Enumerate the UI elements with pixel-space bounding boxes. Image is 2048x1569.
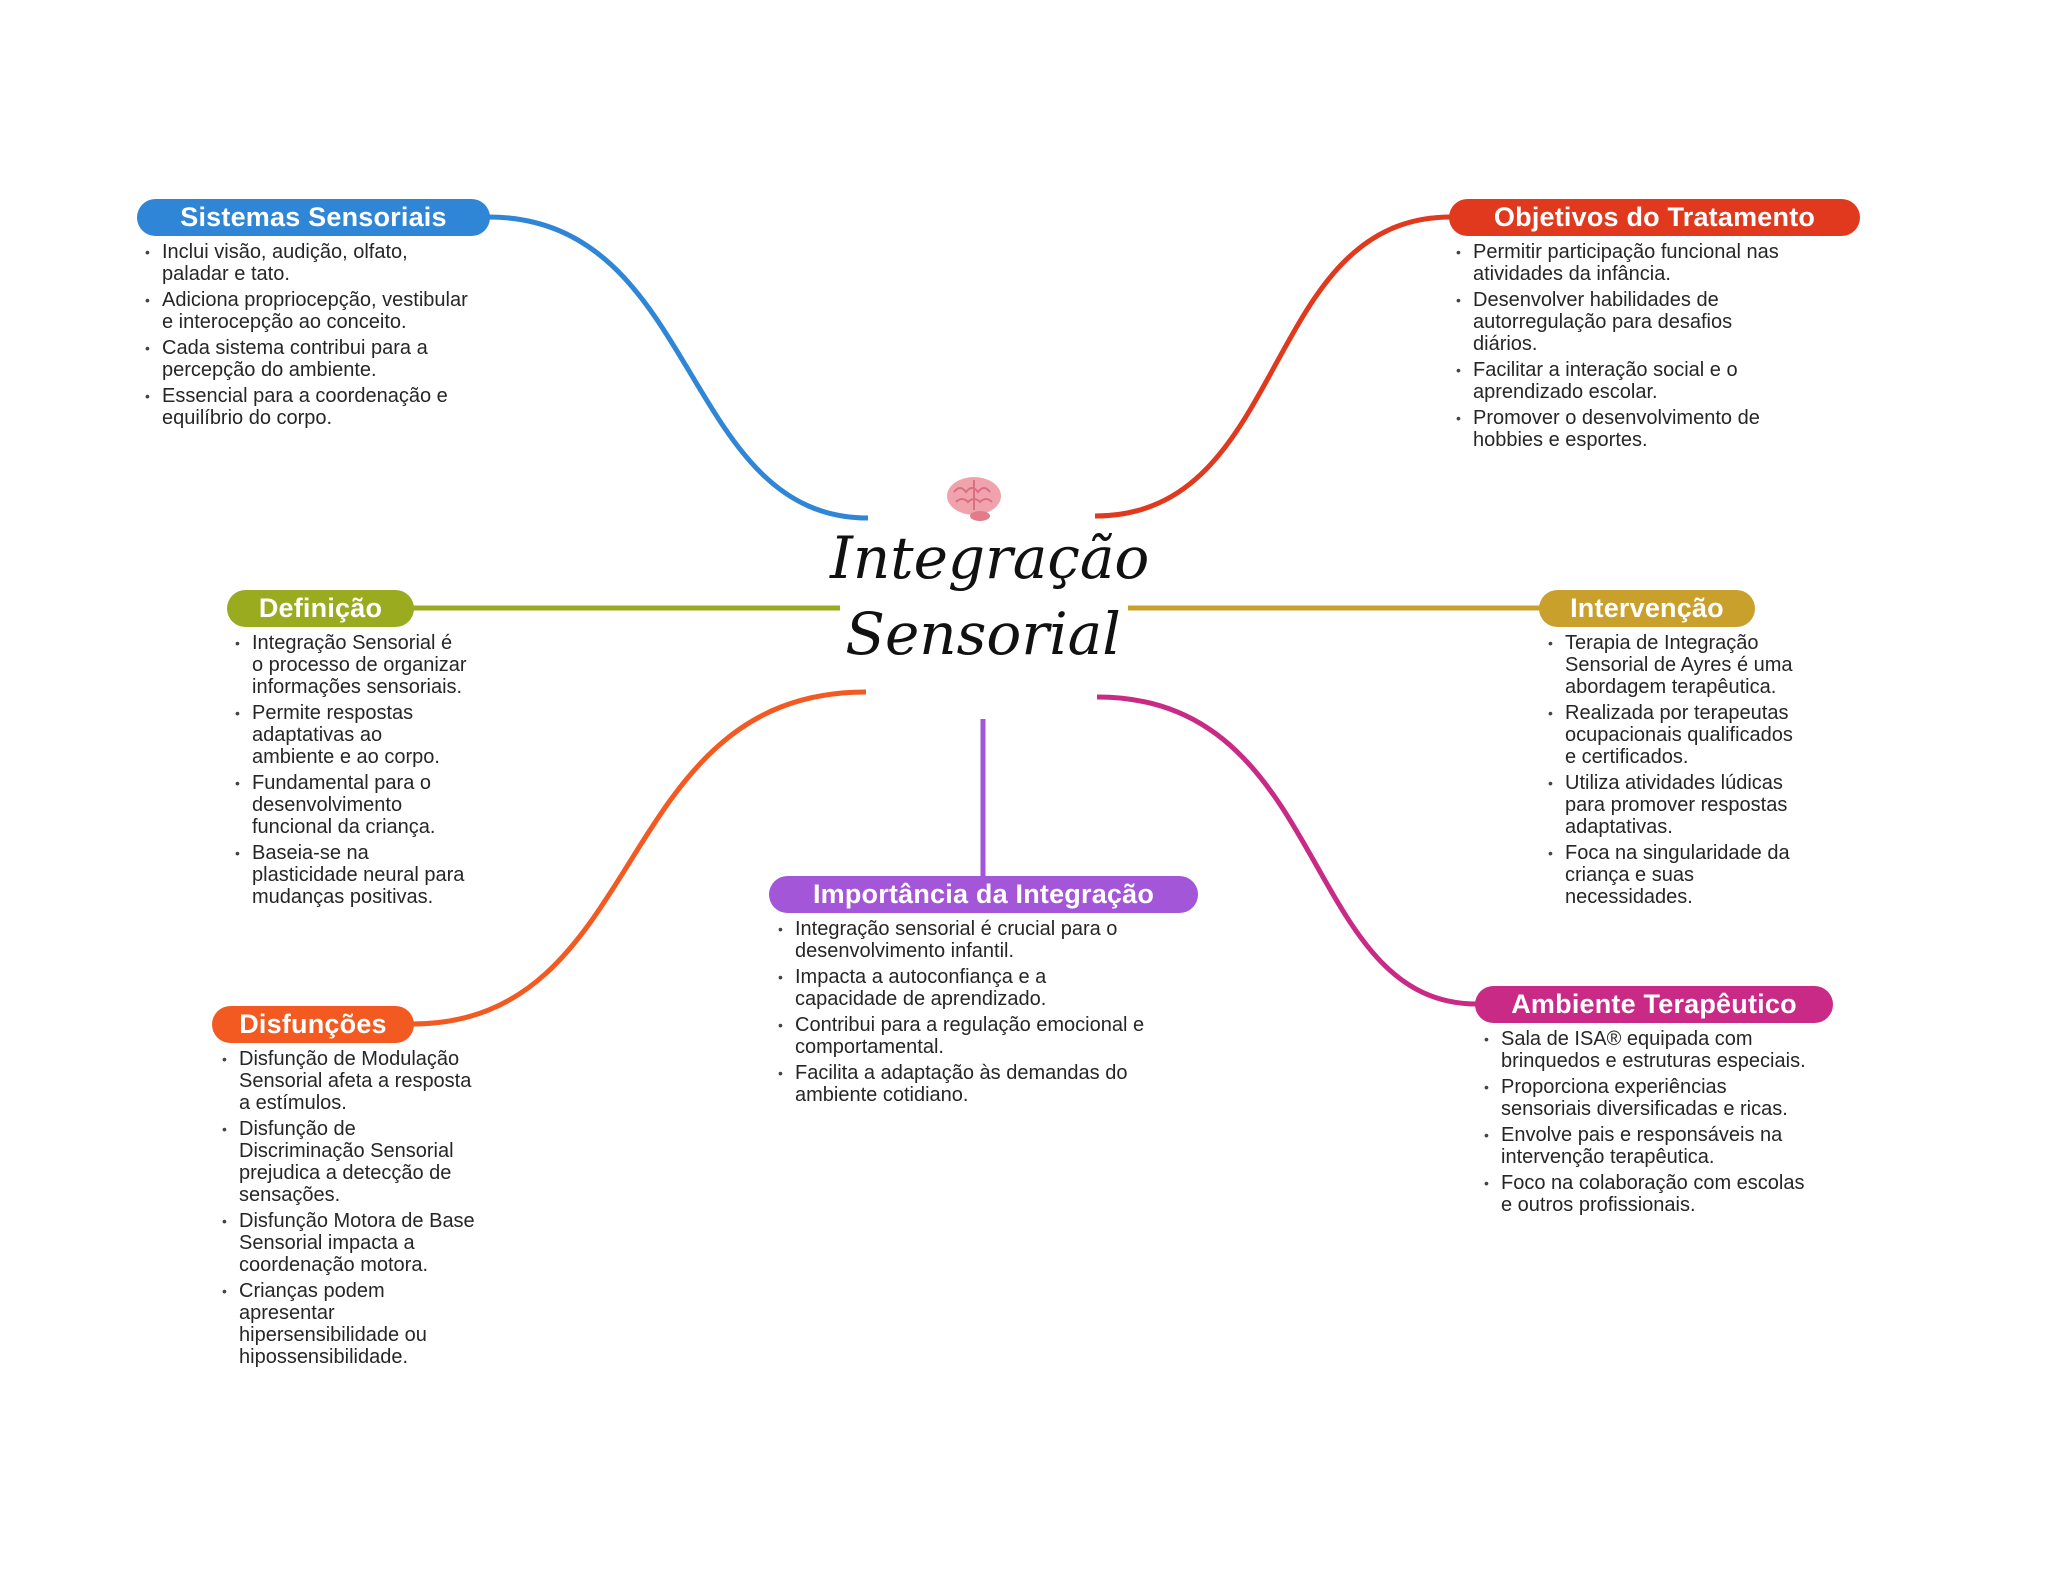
- branch-bullet-list: Inclui visão, audição, olfato, paladar e…: [143, 241, 473, 433]
- bullet-item: Disfunção de Modulação Sensorial afeta a…: [220, 1048, 485, 1114]
- connector-ambiente: [1096, 694, 1478, 1007]
- bullet-item: Disfunção de Discriminação Sensorial pre…: [220, 1118, 485, 1206]
- central-topic-line2: Sensorial: [845, 600, 1121, 668]
- bullet-item: Integração sensorial é crucial para o de…: [776, 918, 1151, 962]
- branch-bullet-list: Sala de ISA® equipada com brinquedos e e…: [1482, 1028, 1812, 1220]
- bullet-item: Utiliza atividades lúdicas para promover…: [1546, 772, 1796, 838]
- bullet-item: Desenvolver habilidades de autorregulaçã…: [1454, 289, 1799, 355]
- bullet-item: Proporciona experiências sensoriais dive…: [1482, 1076, 1812, 1120]
- bullet-item: Impacta a autoconfiança e a capacidade d…: [776, 966, 1151, 1010]
- connector-sistemas: [487, 214, 869, 521]
- branch-title-pill[interactable]: Definição: [227, 590, 414, 627]
- bullet-item: Integração Sensorial é o processo de org…: [233, 632, 468, 698]
- bullet-item: Essencial para a coordenação e equilíbri…: [143, 385, 473, 429]
- branch-title-pill[interactable]: Importância da Integração: [769, 876, 1198, 913]
- bullet-item: Foco na colaboração com escolas e outros…: [1482, 1172, 1812, 1216]
- branch-title-pill[interactable]: Intervenção: [1539, 590, 1755, 627]
- bullet-item: Baseia-se na plasticidade neural para mu…: [233, 842, 468, 908]
- branch-title-pill[interactable]: Sistemas Sensoriais: [137, 199, 490, 236]
- brain-icon: [947, 477, 1001, 521]
- bullet-item: Permite respostas adaptativas ao ambient…: [233, 702, 468, 768]
- bullet-item: Facilitar a interação social e o aprendi…: [1454, 359, 1799, 403]
- bullet-item: Foca na singularidade da criança e suas …: [1546, 842, 1796, 908]
- bullet-item: Promover o desenvolvimento de hobbies e …: [1454, 407, 1799, 451]
- branch-bullet-list: Integração sensorial é crucial para o de…: [776, 918, 1151, 1110]
- central-topic[interactable]: Integração Sensorial: [830, 520, 1150, 672]
- bullet-item: Contribui para a regulação emocional e c…: [776, 1014, 1151, 1058]
- bullet-item: Facilita a adaptação às demandas do ambi…: [776, 1062, 1151, 1106]
- bullet-item: Crianças podem apresentar hipersensibili…: [220, 1280, 485, 1368]
- branch-title-pill[interactable]: Disfunções: [212, 1006, 414, 1043]
- branch-bullet-list: Terapia de Integração Sensorial de Ayres…: [1546, 632, 1796, 912]
- bullet-item: Envolve pais e responsáveis na intervenç…: [1482, 1124, 1812, 1168]
- bullet-item: Sala de ISA® equipada com brinquedos e e…: [1482, 1028, 1812, 1072]
- bullet-item: Terapia de Integração Sensorial de Ayres…: [1546, 632, 1796, 698]
- branch-bullet-list: Disfunção de Modulação Sensorial afeta a…: [220, 1048, 485, 1372]
- bullet-item: Inclui visão, audição, olfato, paladar e…: [143, 241, 473, 285]
- bullet-item: Disfunção Motora de Base Sensorial impac…: [220, 1210, 485, 1276]
- central-topic-line1: Integração: [830, 524, 1150, 592]
- connector-disfuncoes: [411, 689, 867, 1027]
- connector-objetivos: [1094, 214, 1452, 519]
- bullet-item: Permitir participação funcional nas ativ…: [1454, 241, 1799, 285]
- branch-title-pill[interactable]: Ambiente Terapêutico: [1475, 986, 1833, 1023]
- bullet-item: Adiciona propriocepção, vestibular e int…: [143, 289, 473, 333]
- bullet-item: Realizada por terapeutas ocupacionais qu…: [1546, 702, 1796, 768]
- branch-title-pill[interactable]: Objetivos do Tratamento: [1449, 199, 1860, 236]
- bullet-item: Cada sistema contribui para a percepção …: [143, 337, 473, 381]
- branch-bullet-list: Permitir participação funcional nas ativ…: [1454, 241, 1799, 455]
- branch-bullet-list: Integração Sensorial é o processo de org…: [233, 632, 468, 912]
- bullet-item: Fundamental para o desenvolvimento funci…: [233, 772, 468, 838]
